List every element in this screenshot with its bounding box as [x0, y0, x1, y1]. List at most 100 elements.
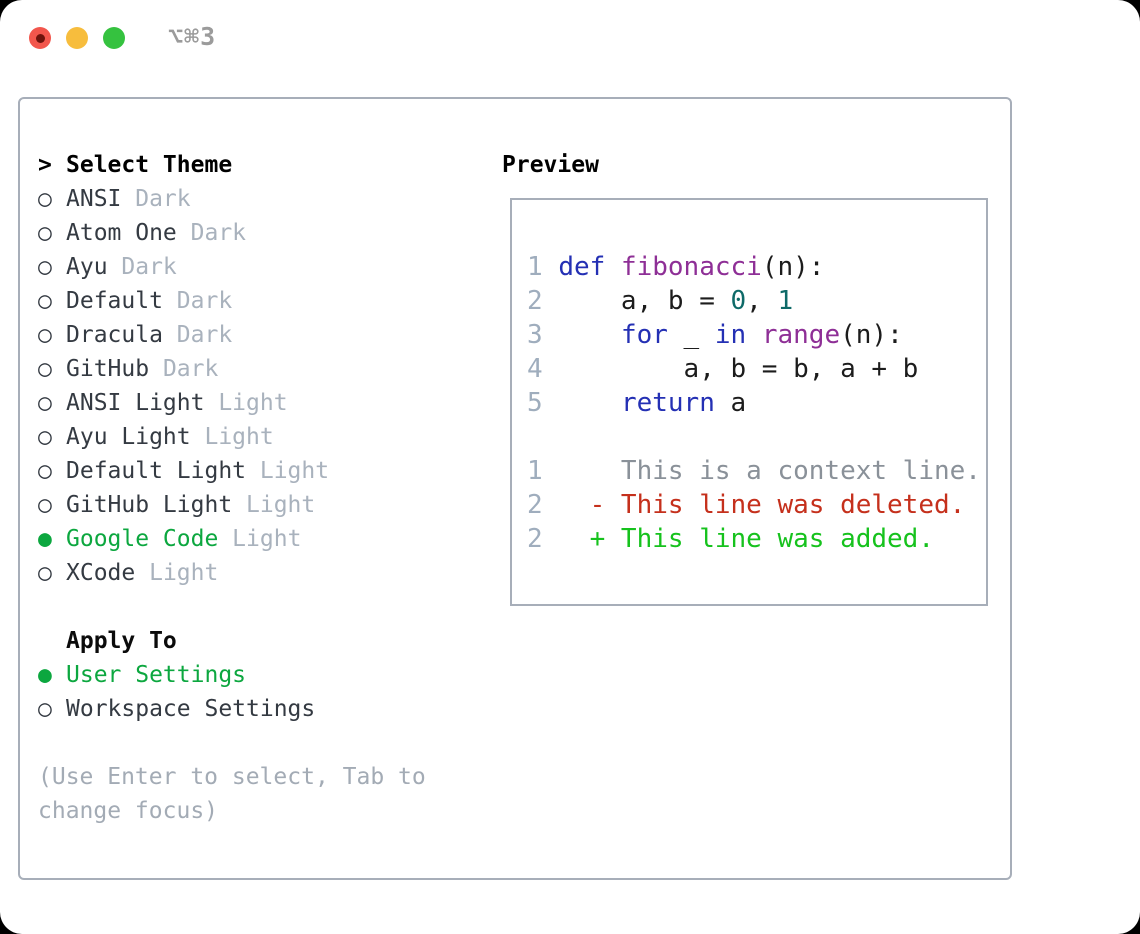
cursor-icon: > — [38, 152, 52, 178]
code-line — [527, 420, 981, 454]
theme-variant: Light — [232, 492, 316, 518]
radio-unselected-icon: ○ — [38, 288, 52, 314]
radio-selected-icon: ● — [38, 662, 52, 688]
theme-name: Default — [66, 288, 163, 314]
line-number: 1 — [527, 252, 559, 282]
radio-unselected-icon: ○ — [38, 322, 52, 348]
theme-name: ANSI Light — [66, 390, 205, 416]
theme-options: ○ANSI Dark○Atom One Dark○Ayu Dark○Defaul… — [38, 182, 426, 590]
help-text-line-1: (Use Enter to select, Tab to — [38, 764, 426, 790]
token-plain — [746, 320, 762, 350]
radio-unselected-icon: ○ — [38, 492, 52, 518]
theme-list: >Select Theme ○ANSI Dark○Atom One Dark○A… — [38, 148, 426, 828]
apply-to-options: ● User Settings ○ Workspace Settings — [38, 658, 426, 726]
theme-option-ayu-light-light[interactable]: ○ Ayu Light Light — [38, 420, 426, 454]
line-number: 5 — [527, 388, 559, 418]
theme-name: Ayu — [66, 254, 108, 280]
theme-variant: Dark — [162, 288, 233, 314]
code-line: 2 - This line was deleted. — [527, 488, 981, 522]
minimize-button[interactable] — [66, 27, 88, 49]
theme-option-github-dark[interactable]: ○GitHub Dark — [38, 352, 426, 386]
line-number: 2 — [527, 524, 559, 554]
theme-option-github-light-light[interactable]: ○ GitHub Light Light — [38, 488, 426, 522]
token-kw: def — [558, 252, 606, 282]
token-lit: 0 — [730, 286, 747, 316]
theme-option-ansi-dark[interactable]: ○ANSI Dark — [38, 182, 426, 216]
theme-variant: Light — [218, 526, 302, 552]
code-line: 5 return a — [527, 386, 981, 420]
radio-unselected-icon: ○ — [38, 560, 52, 586]
titlebar: ⌥⌘3 — [0, 0, 1140, 76]
theme-variant: Dark — [176, 220, 247, 246]
line-number: 2 — [527, 490, 559, 520]
code-line: 2 a, b = 0, 1 — [527, 284, 981, 318]
zoom-button[interactable] — [103, 27, 125, 49]
theme-name: Atom One — [66, 220, 177, 246]
line-number: 2 — [527, 286, 559, 316]
theme-variant: Dark — [107, 254, 177, 280]
theme-variant: Light — [246, 458, 330, 484]
select-theme-label: Select Theme — [66, 152, 233, 178]
code-line: 2 + This line was added. — [527, 522, 981, 556]
theme-picker-panel: >Select Theme ○ANSI Dark○Atom One Dark○A… — [18, 97, 1012, 880]
token-plain: (n): — [761, 252, 825, 282]
theme-variant: Dark — [162, 322, 233, 348]
theme-option-dracula-dark[interactable]: ○ Dracula Dark — [38, 318, 426, 352]
theme-name: GitHub Light — [66, 492, 233, 518]
apply-option-user-settings[interactable]: ● User Settings — [38, 658, 426, 692]
line-number: 3 — [527, 320, 559, 350]
theme-option-ayu-dark[interactable]: ○Ayu Dark — [38, 250, 426, 284]
token-del: - This line was deleted. — [558, 490, 966, 520]
apply-option-workspace-settings[interactable]: ○ Workspace Settings — [38, 692, 426, 726]
preview-header: Preview — [502, 152, 599, 178]
line-number: 1 — [527, 456, 559, 486]
token-plain — [605, 252, 621, 282]
theme-name: XCode — [66, 560, 136, 586]
theme-option-xcode-light[interactable]: ○ XCode Light — [38, 556, 426, 590]
token-fn: range — [761, 320, 841, 350]
token-plain: , — [746, 286, 778, 316]
apply-to-label: Apply To — [66, 628, 177, 654]
theme-name: GitHub — [66, 356, 150, 382]
token-lit: 1 — [777, 286, 794, 316]
theme-name: Default Light — [66, 458, 247, 484]
theme-variant: Dark — [121, 186, 191, 212]
select-theme-header: > Select Theme — [38, 148, 426, 182]
radio-selected-icon: ● — [38, 526, 52, 552]
theme-name: Dracula — [66, 322, 163, 348]
theme-option-default-dark[interactable]: ○ Default Dark — [38, 284, 426, 318]
code-line: 1 def fibonacci(n): — [527, 250, 981, 284]
token-plain: _ — [667, 320, 715, 350]
close-indicator-dot — [35, 33, 45, 43]
token-plain: a — [714, 388, 747, 418]
radio-unselected-icon: ○ — [38, 424, 52, 450]
theme-name: Ayu Light — [66, 424, 191, 450]
radio-unselected-icon: ○ — [38, 186, 52, 212]
apply-to-header: Apply To — [38, 624, 426, 658]
theme-variant: Light — [190, 424, 274, 450]
token-fn: fibonacci — [620, 252, 762, 282]
theme-option-ansi-light-light[interactable]: ○ ANSI Light Light — [38, 386, 426, 420]
line-number — [527, 422, 558, 452]
theme-variant: Light — [135, 560, 219, 586]
radio-unselected-icon: ○ — [38, 390, 52, 416]
close-button[interactable] — [29, 27, 51, 49]
radio-unselected-icon: ○ — [38, 696, 52, 722]
token-ctx: This is a context line. — [558, 456, 981, 486]
code-line: 4 a, b = b, a + b — [527, 352, 981, 386]
apply-option-label: Workspace Settings — [66, 696, 316, 722]
token-plain: a, b = b, a + b — [558, 354, 919, 384]
apply-option-label: User Settings — [66, 662, 247, 688]
theme-option-atom-one-dark[interactable]: ○Atom One Dark — [38, 216, 426, 250]
line-number: 4 — [527, 354, 559, 384]
radio-unselected-icon: ○ — [38, 356, 52, 382]
spacer-row — [38, 726, 426, 760]
token-add: + This line was added. — [558, 524, 934, 554]
theme-option-google-code-light[interactable]: ●Google Code Light — [38, 522, 426, 556]
token-kw: in — [714, 320, 747, 350]
token-kw: return — [620, 388, 715, 418]
theme-option-default-light-light[interactable]: ○Default Light Light — [38, 454, 426, 488]
theme-variant: Light — [204, 390, 288, 416]
